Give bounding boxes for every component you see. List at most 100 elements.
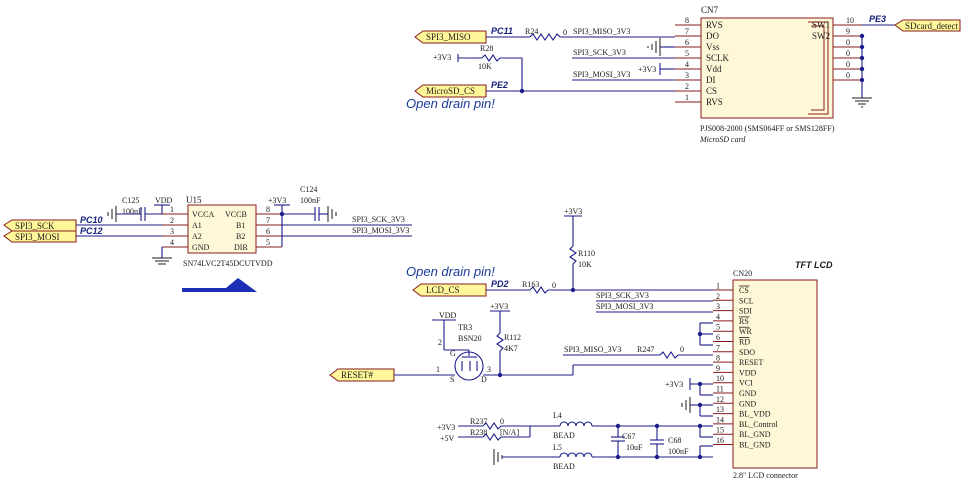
reset-port [329, 368, 395, 382]
cn20-pin-num: 8 [716, 354, 720, 363]
cn20-pin-num: 7 [716, 343, 720, 352]
sdcard-detect-port [894, 19, 961, 32]
r163-resistor [529, 286, 549, 294]
cn20-pin-num: 2 [716, 292, 720, 301]
cn7-pin-name: CS [706, 86, 717, 96]
tr3-pin3: 3 [487, 365, 491, 374]
r28-ref: R28 [480, 44, 493, 53]
cn7-pin-num: 6 [685, 38, 689, 47]
pwr-3v3-r28: +3V3 [433, 53, 451, 62]
tr3-vdd: VDD [439, 311, 457, 320]
cn7-pin-num: 9 [846, 27, 850, 36]
cn7-left-pins: 8 7 6 5 4 3 2 1 RVS DO Vss SCLK Vdd DI C… [675, 16, 730, 107]
cn7-pin-name: SCLK [706, 53, 730, 63]
cn20-pin-name: BL_GND [739, 430, 771, 439]
cn20-pin-num: 5 [716, 323, 720, 332]
r238-ref: R238 [470, 428, 487, 437]
cn20-pin-name: BL_VDD [739, 410, 771, 419]
cn20-pin-num: 15 [716, 426, 724, 435]
ground-icon [107, 206, 117, 222]
cn7-pin-name: SW2 [812, 31, 830, 41]
r238-resistor [482, 433, 502, 441]
u15-part: SN74LVC2T45DCUTVDD [183, 259, 273, 268]
cn20-pin-num: 11 [716, 385, 724, 394]
cn7-connector-body [700, 17, 834, 119]
net-pe3: PE3 [869, 14, 886, 24]
cn20-pin-num: 4 [716, 312, 720, 321]
u15-pin-name: DIR [234, 243, 248, 252]
c125-ref: C125 [122, 196, 139, 205]
r237-resistor [482, 422, 502, 430]
r247-val: 0 [680, 345, 684, 354]
cn7-part: PJS008-2000 (SMS064FF or SMS128FF) [700, 124, 835, 133]
l4-ref: L4 [553, 411, 562, 420]
u15-pin-name: A1 [192, 221, 202, 230]
u15-pin-name: A2 [192, 232, 202, 241]
reset-label: RESET# [341, 370, 374, 380]
r110-resistor [569, 245, 577, 265]
u15-pin-num: 5 [266, 238, 270, 247]
pwr-3v3-vccb: +3V3 [268, 196, 286, 205]
cn7-pin-num: 2 [685, 82, 689, 91]
cn7-right-pins: SW1 SW2 10 9 0 0 0 0 [812, 16, 872, 108]
sig-miso-3v3: SPI3_MISO_3V3 [573, 27, 630, 36]
l4-bead [559, 421, 593, 427]
c124-ref: C124 [300, 185, 317, 194]
cn7-pin-num: 5 [685, 49, 689, 58]
cn7-pin-num: 0 [846, 38, 850, 47]
r112-ref: R112 [504, 333, 521, 342]
u15-pin-num: 7 [266, 216, 270, 225]
tr3-d: D [481, 375, 487, 384]
cn20-pin-num: 6 [716, 333, 720, 342]
cn7-pin-num: 0 [846, 60, 850, 69]
ground-icon [647, 38, 661, 56]
net-pc10: PC10 [80, 215, 103, 225]
cn20-pin-name: SDI [739, 307, 752, 316]
cn20-pin-name: VDD [739, 368, 757, 377]
cn7-pin-num: 0 [846, 71, 850, 80]
cn20-ref: CN20 [733, 269, 752, 278]
cn20-pin-num: 3 [716, 302, 720, 311]
r112-val: 4K7 [504, 344, 518, 353]
pwr-3v3: +3V3 [638, 65, 656, 74]
spi3-mosi-label: SPI3_MOSI [15, 232, 60, 242]
cn20-pin-num: 9 [716, 364, 720, 373]
translator-section: U15 SN74LVC2T45DCUTVDD VCCA A1 A2 GND VC… [3, 185, 412, 292]
cn20-pin-num: 1 [716, 282, 720, 291]
r237-ref: R237 [470, 417, 487, 426]
ground-icon [493, 449, 503, 465]
r110-ref: R110 [578, 249, 595, 258]
r238-val: [N/A] [500, 428, 519, 437]
cn7-pin-num: 8 [685, 16, 689, 25]
cn7-card-slot-inner [811, 25, 825, 111]
cn7-pin-num: 0 [846, 49, 850, 58]
u15-pin-name: VCCA [192, 210, 214, 219]
cn7-pin-name: Vss [706, 42, 720, 52]
cn20-desc: 2.8" LCD connector [733, 471, 798, 480]
tr3-s: S [450, 375, 454, 384]
pwr-3v3-r110: +3V3 [564, 207, 582, 216]
cn20-pin-num: 10 [716, 374, 724, 383]
cn20-pin-num: 12 [716, 395, 724, 404]
net-pd2: PD2 [491, 279, 509, 289]
c68-ref: C68 [668, 436, 681, 445]
cn7-pin-name: DI [706, 75, 716, 85]
r163-val: 0 [552, 281, 556, 290]
c68-val: 100nF [668, 447, 689, 456]
cn20-pin-name: RD [739, 338, 750, 347]
lcd-sig-miso: SPI3_MISO_3V3 [564, 345, 621, 354]
cn20-pin-name: GND [739, 389, 757, 398]
u15-pin-name: B1 [236, 221, 245, 230]
r24-val: 0 [563, 28, 567, 37]
cn7-pin-num: 4 [685, 60, 689, 69]
u15-pin-num: 2 [170, 216, 174, 225]
r24-resistor [529, 33, 561, 41]
u15-pin-num: 3 [170, 227, 174, 236]
tr3-mosfet [454, 351, 484, 381]
direction-arrow-icon [182, 278, 257, 292]
tft-lcd-title: TFT LCD [795, 260, 833, 270]
lcd-vdd-pwr: +3V3 [665, 380, 683, 389]
spi3-sck-label: SPI3_SCK [15, 221, 55, 231]
